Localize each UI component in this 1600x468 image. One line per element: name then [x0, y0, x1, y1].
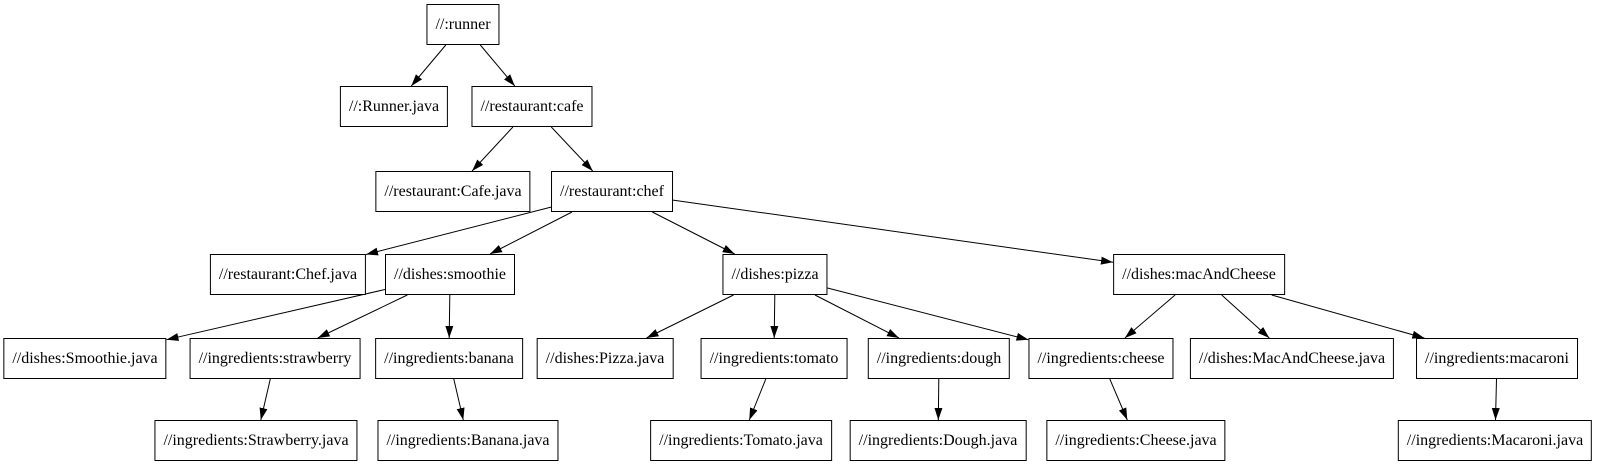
graph-node-chef: //restaurant:chef: [551, 171, 673, 212]
edge-tomato-tomato_java: [748, 378, 767, 421]
graph-node-macaroni: //ingredients:macaroni: [1416, 338, 1578, 379]
graph-node-chef_java: //restaurant:Chef.java: [209, 254, 367, 295]
edge-pizza-tomato: [770, 294, 779, 339]
graph-node-smoothie_java: //dishes:Smoothie.java: [3, 338, 167, 379]
graph-node-pizza_java: //dishes:Pizza.java: [536, 338, 674, 379]
edge-macandcheese-macaroni: [1271, 294, 1425, 339]
graph-node-smoothie: //dishes:smoothie: [385, 254, 515, 295]
edge-chef-smoothie: [489, 211, 573, 255]
edge-cheese-cheese_java: [1109, 378, 1128, 421]
graph-node-cheese: //ingredients:cheese: [1028, 338, 1174, 379]
edge-chef-pizza: [652, 211, 735, 255]
edge-pizza-dough: [814, 294, 900, 339]
graph-node-banana_java: //ingredients:Banana.java: [377, 420, 559, 461]
graph-node-strawberry_java: //ingredients:Strawberry.java: [154, 420, 358, 461]
graph-node-macaroni_java: //ingredients:Macaroni.java: [1397, 420, 1593, 461]
edge-runner-cafe: [479, 44, 516, 87]
graph-node-runner_java: //:Runner.java: [339, 86, 449, 127]
graph-node-macandcheese_java: //dishes:MacAndCheese.java: [1189, 338, 1395, 379]
edge-cafe-chef: [550, 126, 594, 172]
graph-node-cafe_java: //restaurant:Cafe.java: [375, 171, 531, 212]
edge-runner-runner_java: [410, 44, 447, 87]
graph-node-tomato: //ingredients:tomato: [700, 338, 848, 379]
edge-macandcheese-macandcheese_java: [1221, 294, 1270, 339]
edge-macandcheese-cheese: [1124, 294, 1176, 339]
graph-node-dough_java: //ingredients:Dough.java: [849, 420, 1027, 461]
edge-strawberry-strawberry_java: [259, 378, 271, 421]
graph-node-dough: //ingredients:dough: [867, 338, 1011, 379]
edge-banana-banana_java: [453, 378, 465, 421]
edge-chef-chef_java: [365, 206, 552, 256]
graph-node-cafe: //restaurant:cafe: [471, 86, 593, 127]
graph-node-runner: //:runner: [426, 4, 500, 45]
edge-pizza-cheese: [827, 287, 1029, 341]
edge-smoothie-banana: [445, 294, 454, 339]
edge-smoothie-smoothie_java: [166, 289, 386, 341]
graph-node-pizza: //dishes:pizza: [722, 254, 828, 295]
graph-node-tomato_java: //ingredients:Tomato.java: [650, 420, 832, 461]
graph-node-strawberry: //ingredients:strawberry: [189, 338, 361, 379]
graph-node-macandcheese: //dishes:macAndCheese: [1113, 254, 1285, 295]
graph-node-banana: //ingredients:banana: [375, 338, 523, 379]
edge-smoothie-strawberry: [317, 294, 408, 339]
edge-cafe-cafe_java: [471, 126, 514, 172]
edge-chef-macandcheese: [672, 199, 1114, 265]
graph-node-cheese_java: //ingredients:Cheese.java: [1046, 420, 1226, 461]
edge-dough-dough_java: [934, 378, 943, 421]
edge-pizza-pizza_java: [646, 294, 734, 339]
edge-macaroni-macaroni_java: [1491, 378, 1500, 421]
